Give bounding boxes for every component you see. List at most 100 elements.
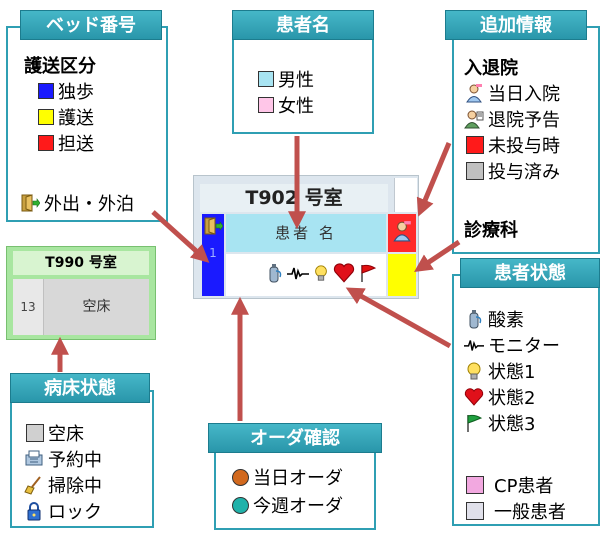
monitor-icon <box>464 335 484 355</box>
oxygen-item: 酸素 <box>464 306 524 332</box>
admission-today-label: 当日入院 <box>488 84 560 105</box>
administered-swatch <box>466 162 484 180</box>
status1-item: 状態1 <box>464 358 535 384</box>
patient-status-panel: 酸素 モニター 状態1 状態2 状態3 CP患者 一般患者 <box>452 274 600 526</box>
female-item: 女性 <box>258 92 314 118</box>
arrow-admission <box>416 142 452 217</box>
admission-heading: 入退院 <box>464 58 518 79</box>
card-lightbulb-icon <box>312 263 330 287</box>
escort-swatch <box>38 109 54 125</box>
status3-item: 状態3 <box>464 410 535 436</box>
reserved-label: 予約中 <box>48 450 102 471</box>
order-today-label: 当日オーダ <box>253 468 343 489</box>
room-card: T902 号室 1 患者 名 <box>193 175 419 299</box>
order-week-item: 今週オーダ <box>232 492 343 518</box>
arrow-patient-status <box>345 287 452 349</box>
male-swatch <box>258 71 274 87</box>
patient-status-header: 患者状態 <box>460 258 600 288</box>
male-label: 男性 <box>278 70 314 91</box>
lock-label: ロック <box>48 502 102 523</box>
card-bed-number: 1 <box>209 246 217 260</box>
bed-status-panel: 空床 予約中 掃除中 ロック <box>10 390 154 528</box>
department-cell <box>388 254 416 296</box>
order-today-dot <box>232 468 249 486</box>
admission-today-item: 当日入院 <box>464 80 560 106</box>
order-confirm-header: オーダ確認 <box>208 423 382 453</box>
outing-label: 外出・外泊 <box>44 194 134 215</box>
cleaning-label: 掃除中 <box>48 476 102 497</box>
male-item: 男性 <box>258 66 314 92</box>
administered-item: 投与済み <box>466 158 560 184</box>
female-label: 女性 <box>278 96 314 117</box>
general-patient-swatch <box>466 502 484 520</box>
cp-patient-swatch <box>466 476 484 494</box>
bed-status-header: 病床状態 <box>10 373 150 403</box>
status3-label: 状態3 <box>488 414 536 435</box>
administered-label: 投与済み <box>488 162 560 183</box>
lock-icon <box>24 501 44 521</box>
room-label: T902 号室 <box>200 184 388 212</box>
monitor-label: モニター <box>488 336 560 357</box>
status1-label: 状態1 <box>488 362 536 383</box>
room-card-right-strip <box>394 178 417 212</box>
card-admission-icon <box>391 220 413 246</box>
empty-bed-item: 空床 <box>26 420 84 446</box>
general-patient-label: 一般患者 <box>494 502 566 523</box>
female-swatch <box>258 97 274 113</box>
oxygen-icon <box>464 309 484 329</box>
reserved-icon <box>24 449 44 469</box>
card-monitor-icon <box>286 263 310 287</box>
status-icons-cell <box>226 254 386 296</box>
empty-room-status: 空床 <box>44 279 149 335</box>
monitor-item: モニター <box>464 332 560 358</box>
transport-item-stretcher: 担送 <box>38 130 94 156</box>
stretcher-label: 担送 <box>58 134 94 155</box>
empty-bed-label: 空床 <box>48 424 84 445</box>
cleaning-item: 掃除中 <box>24 472 102 498</box>
empty-room-card: T990 号室 13 空床 <box>6 246 156 340</box>
empty-room-bed-number: 13 <box>13 279 44 335</box>
flag-icon <box>464 413 484 433</box>
oxygen-label: 酸素 <box>488 310 524 331</box>
lightbulb-icon <box>464 361 484 381</box>
patient-name-panel: 男性 女性 <box>232 26 374 134</box>
outing-item: 外出・外泊 <box>20 190 134 216</box>
status2-label: 状態2 <box>488 388 536 409</box>
bed-number-header: ベッド番号 <box>20 10 162 40</box>
patient-name-header: 患者名 <box>232 10 374 40</box>
cp-patient-item: CP患者 <box>466 472 553 498</box>
status2-item: 状態2 <box>464 384 535 410</box>
discharge-notice-icon <box>464 109 484 129</box>
walking-label: 独歩 <box>58 82 94 103</box>
card-door-exit-icon <box>203 216 224 240</box>
transport-color-bar: 1 <box>202 214 224 296</box>
admission-icon <box>464 83 484 103</box>
discharge-notice-label: 退院予告 <box>488 110 560 131</box>
card-flag-icon <box>358 263 378 287</box>
empty-room-label: T990 号室 <box>13 251 149 275</box>
not-administered-item: 未投与時 <box>466 132 560 158</box>
stretcher-swatch <box>38 135 54 151</box>
order-week-dot <box>232 496 249 514</box>
heart-icon <box>464 387 484 407</box>
escort-label: 護送 <box>58 108 94 129</box>
cp-patient-label: CP患者 <box>494 476 554 497</box>
transport-item-escort: 護送 <box>38 104 94 130</box>
additional-info-panel: 入退院 当日入院 退院予告 未投与時 投与済み 診療科 <box>452 26 600 254</box>
lock-item: ロック <box>24 498 102 524</box>
transport-heading: 護送区分 <box>24 56 96 77</box>
bed-number-panel: 護送区分 独歩 護送 担送 外出・外泊 <box>6 26 168 222</box>
discharge-notice-item: 退院予告 <box>464 106 560 132</box>
not-administered-label: 未投与時 <box>488 136 560 157</box>
empty-bed-icon <box>26 424 44 442</box>
order-week-label: 今週オーダ <box>253 496 343 517</box>
general-patient-item: 一般患者 <box>466 498 566 524</box>
door-exit-icon <box>20 193 40 213</box>
walking-swatch <box>38 83 54 99</box>
patient-name-cell: 患者 名 <box>226 214 386 252</box>
reserved-item: 予約中 <box>24 446 102 472</box>
order-today-item: 当日オーダ <box>232 464 343 490</box>
not-administered-swatch <box>466 136 484 154</box>
cleaning-icon <box>24 475 44 495</box>
transport-item-walking: 独歩 <box>38 78 94 104</box>
